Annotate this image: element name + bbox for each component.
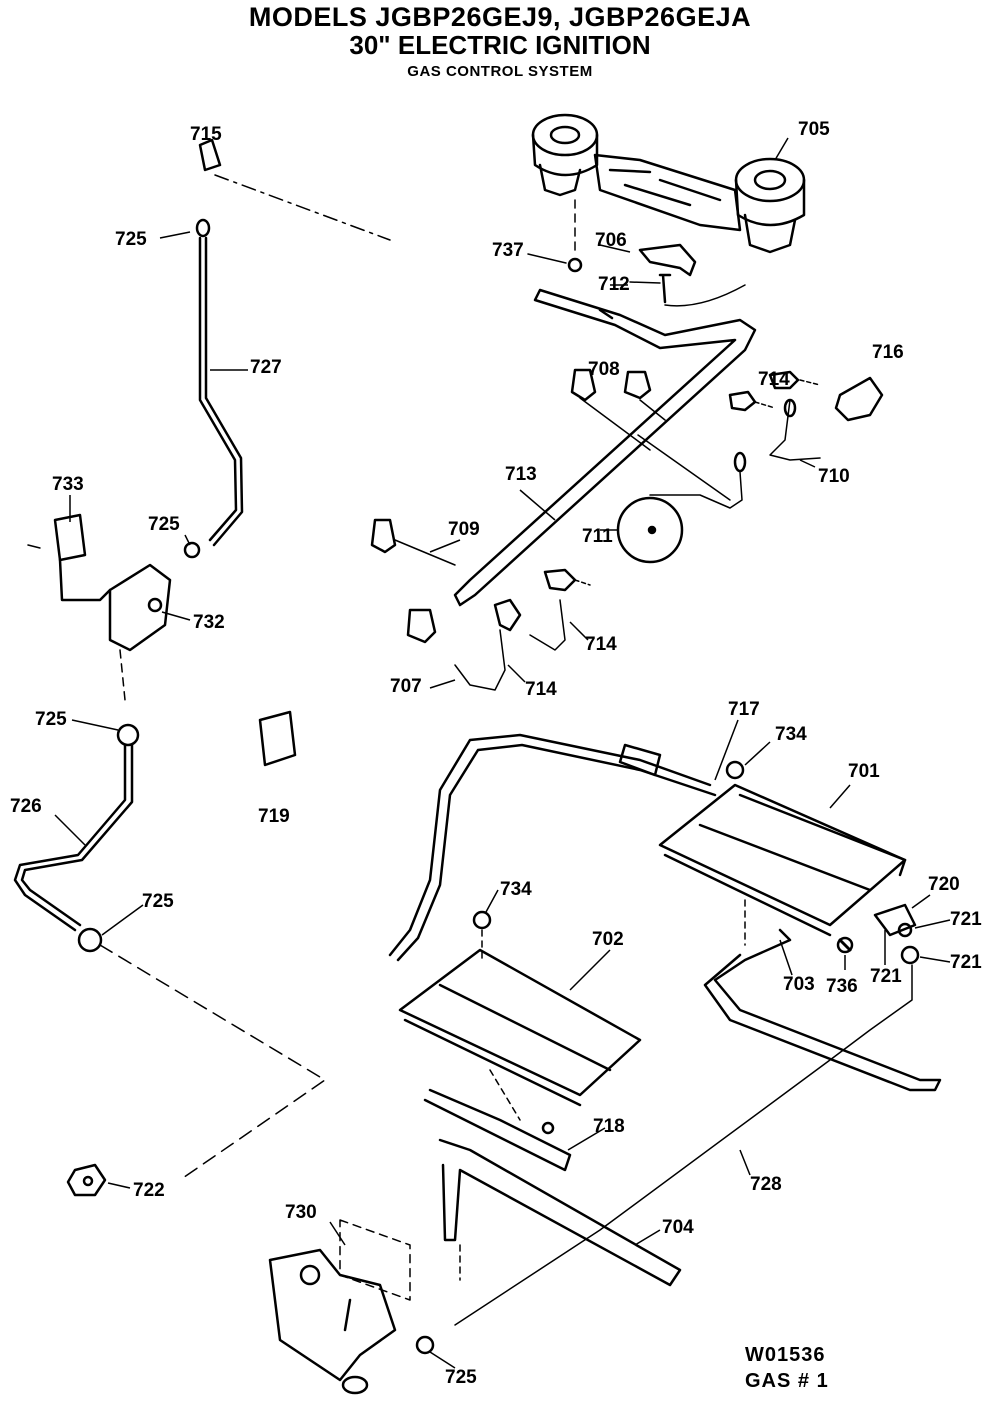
label-708: 708 xyxy=(588,359,620,380)
label-710: 710 xyxy=(818,466,850,487)
label-721-lower: 721 xyxy=(950,952,982,973)
diagram-title: MODELS JGBP26GEJ9, JGBP26GEJA xyxy=(248,2,752,32)
label-716: 716 xyxy=(872,342,904,363)
part-706-shape xyxy=(638,243,697,277)
label-720: 720 xyxy=(928,874,960,895)
part-719-shape xyxy=(258,710,297,767)
label-733: 733 xyxy=(52,474,84,495)
label-728: 728 xyxy=(750,1174,782,1195)
drawing-number: W01536 xyxy=(745,1344,826,1366)
label-734-upper: 734 xyxy=(775,724,807,745)
label-725-top: 725 xyxy=(115,229,147,250)
part-732-shape xyxy=(108,563,172,652)
label-713: 713 xyxy=(505,464,537,485)
label-715: 715 xyxy=(190,124,222,145)
label-727: 727 xyxy=(250,357,282,378)
top-burner-assembly xyxy=(531,113,806,256)
label-725-bottom: 725 xyxy=(445,1367,477,1388)
label-712: 712 xyxy=(598,274,630,295)
label-703: 703 xyxy=(783,974,815,995)
label-725-lower: 725 xyxy=(142,891,174,912)
burner-702 xyxy=(398,948,642,1107)
part-715-shape xyxy=(198,138,222,172)
label-705: 705 xyxy=(798,119,830,140)
label-722: 722 xyxy=(133,1180,165,1201)
label-714-right: 714 xyxy=(585,634,617,655)
label-714-lower: 714 xyxy=(525,679,557,700)
label-717: 717 xyxy=(728,699,760,720)
label-707: 707 xyxy=(390,676,422,697)
label-718: 718 xyxy=(593,1116,625,1137)
label-711: 711 xyxy=(582,526,613,547)
part-737-shape xyxy=(567,257,583,273)
label-706: 706 xyxy=(595,230,627,251)
label-709: 709 xyxy=(448,519,480,540)
diagram-subtitle: 30" ELECTRIC IGNITION xyxy=(349,30,651,60)
gas-sheet-number: GAS # 1 xyxy=(745,1370,829,1392)
label-737: 737 xyxy=(492,240,524,261)
label-736: 736 xyxy=(826,976,858,997)
burner-701 xyxy=(658,783,907,937)
manifold-713 xyxy=(453,288,757,607)
main-gas-valve xyxy=(268,1248,397,1395)
label-730: 730 xyxy=(285,1202,317,1223)
label-732: 732 xyxy=(193,612,225,633)
part-722-shape xyxy=(66,1163,107,1197)
label-704: 704 xyxy=(662,1217,694,1238)
label-725-mid: 725 xyxy=(148,514,180,535)
label-702: 702 xyxy=(592,929,624,950)
system-name: GAS CONTROL SYSTEM xyxy=(407,63,593,80)
label-719: 719 xyxy=(258,806,290,827)
label-701: 701 xyxy=(848,761,880,782)
label-721-upper: 721 xyxy=(950,909,982,930)
label-734-lower: 734 xyxy=(500,879,532,900)
label-721-mid: 721 xyxy=(870,966,902,987)
label-725-left: 725 xyxy=(35,709,67,730)
label-726: 726 xyxy=(10,796,42,817)
label-714-upper: 714 xyxy=(758,369,790,390)
